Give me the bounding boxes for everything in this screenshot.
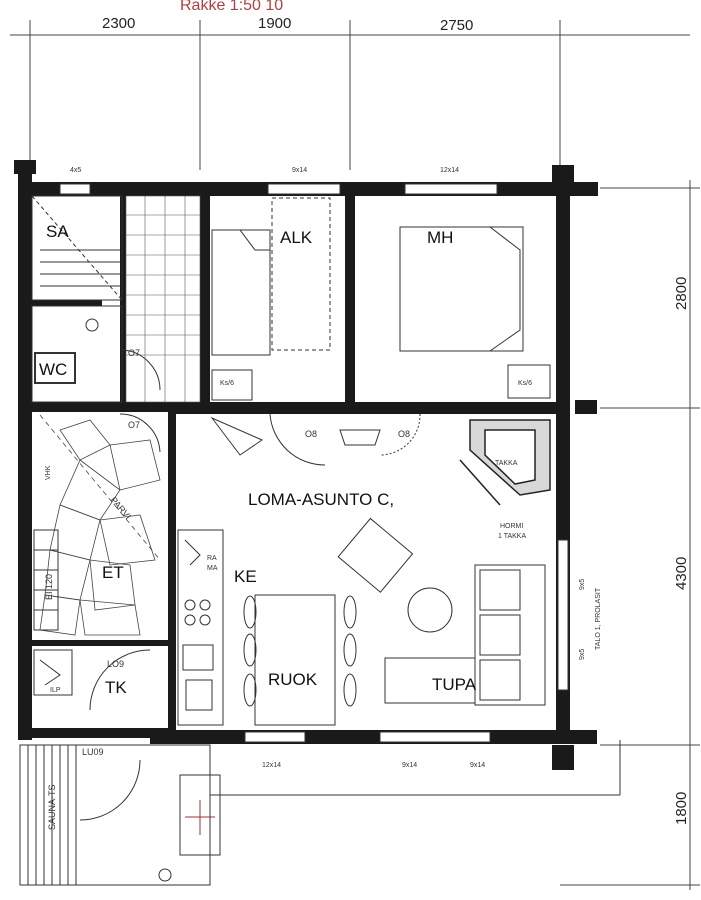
- room-label-alk: ALK: [280, 228, 313, 247]
- living-furniture: [337, 517, 453, 633]
- apartment-label: LOMA-ASUNTO C,: [248, 490, 394, 509]
- dim-right-2: 4300: [673, 557, 690, 590]
- terrace-label: SAUNA-TS: [47, 784, 57, 830]
- fireplace-note: HORMI: [500, 523, 523, 530]
- mh-bed: [399, 226, 551, 399]
- stairs-label: EI 120: [44, 574, 54, 600]
- ks-alk: Ks/6: [220, 380, 234, 387]
- washroom-tiles: [125, 195, 201, 403]
- room-label-sauna: SA: [46, 222, 69, 241]
- kitchen-ra: RA: [207, 555, 217, 562]
- kitchen-ma: MA: [207, 565, 218, 572]
- dining-table: [243, 594, 357, 726]
- window-label-mh: 12x14: [440, 167, 459, 174]
- door-label-lo9: LO9: [107, 659, 124, 669]
- stair-fan: [210, 416, 381, 456]
- alk-bed: [211, 197, 331, 401]
- window-label-top-left: 4x5: [70, 167, 81, 174]
- bedroom-doors: [119, 413, 421, 466]
- door-label-wc: O7: [128, 348, 140, 358]
- wc-area: [31, 305, 161, 403]
- vhk-label: VHK: [45, 465, 52, 480]
- window-label-bottom-3: 9x14: [470, 762, 485, 769]
- room-label-wc: WC: [39, 360, 67, 379]
- window-label-alk: 9x14: [292, 167, 307, 174]
- entry-stone-floor: [39, 414, 161, 636]
- fireplace-label: TAKKA: [495, 460, 518, 467]
- dim-top-3: 2750: [440, 17, 473, 34]
- ks-mh: Ks/6: [518, 380, 532, 387]
- top-dimension-line: [10, 20, 690, 170]
- room-label-ke: KE: [234, 567, 257, 586]
- dim-top-1: 2300: [102, 15, 135, 32]
- room-label-et: ET: [102, 563, 124, 582]
- right-dimension-line: [560, 180, 700, 890]
- sauna-benches: [31, 195, 123, 301]
- fireplace-note-2: 1 TAKKA: [498, 533, 526, 540]
- kitchen-counter: [177, 529, 224, 726]
- room-label-ruok: RUOK: [268, 670, 318, 689]
- door-label-o7: O7: [128, 420, 140, 430]
- sofa: [384, 564, 546, 706]
- windows: [59, 183, 569, 743]
- room-label-tk: TK: [105, 678, 127, 697]
- handwritten-note: Rakke 1:50 10: [180, 0, 283, 14]
- window-label-bottom-1: 12x14: [262, 762, 281, 769]
- technical-room: [33, 649, 151, 711]
- room-label-tupa: TUPA: [432, 675, 477, 694]
- room-label-mh: MH: [427, 228, 453, 247]
- window-label-right-1: 9x5: [579, 579, 586, 590]
- wardrobe-strip: [33, 529, 59, 631]
- dim-right-1: 2800: [673, 277, 690, 310]
- terrace: [19, 740, 621, 886]
- dim-top-2: 1900: [258, 15, 291, 32]
- window-label-bottom-2: 9x14: [402, 762, 417, 769]
- wall-note: TALO 1, PROLASIT: [595, 587, 602, 650]
- window-label-right-2: 9x5: [579, 649, 586, 660]
- door-label-lu09: LU09: [82, 747, 104, 757]
- interior-walls: [20, 196, 560, 738]
- fireplace: [459, 419, 551, 506]
- door-label-o8-b: O8: [398, 429, 410, 439]
- door-label-o8-a: O8: [305, 429, 317, 439]
- dim-right-3: 1800: [673, 792, 690, 825]
- ilp-label: ILP: [50, 687, 61, 694]
